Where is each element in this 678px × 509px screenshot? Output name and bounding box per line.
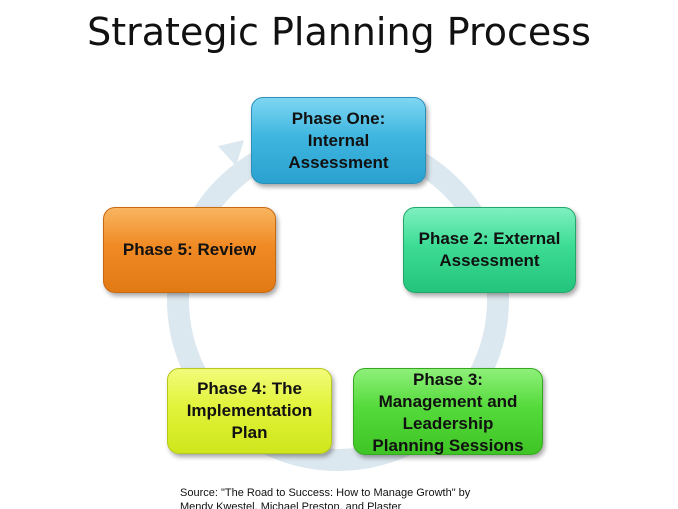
phase-three-line: Management and [378,392,518,411]
phase-three-box: Phase 3: Management and Leadership Plann… [353,368,543,455]
phase-two-box: Phase 2: External Assessment [403,207,576,293]
phase-five-line: Phase 5: Review [122,240,257,259]
source-line-2: Mendy Kwestel, Michael Preston, and Plas… [180,501,402,509]
cycle-arrowhead-icon [218,140,244,166]
page-title: Strategic Planning Process [87,10,591,54]
phase-four-line: Plan [231,423,268,442]
phase-one-box: Phase One: Internal Assessment [251,97,426,184]
phase-five-box: Phase 5: Review [103,207,276,293]
phase-one-line: Phase One: [291,108,386,128]
phase-four-box: Phase 4: The Implementation Plan [167,368,332,454]
phase-two-line: Phase 2: External [418,229,561,248]
phase-two-line: Assessment [439,251,540,270]
source-citation: Source: "The Road to Success: How to Man… [180,486,470,509]
phase-one-line: Assessment [288,152,389,172]
phase-three-line: Planning Sessions [372,436,524,455]
phase-three-line: Leadership [402,414,494,433]
phase-four-line: Implementation [186,401,313,420]
phase-four-line: Phase 4: The [197,379,302,398]
source-line-1: Source: "The Road to Success: How to Man… [180,487,471,499]
phase-three-line: Phase 3: [413,370,483,389]
phase-one-line: Internal [307,130,370,150]
